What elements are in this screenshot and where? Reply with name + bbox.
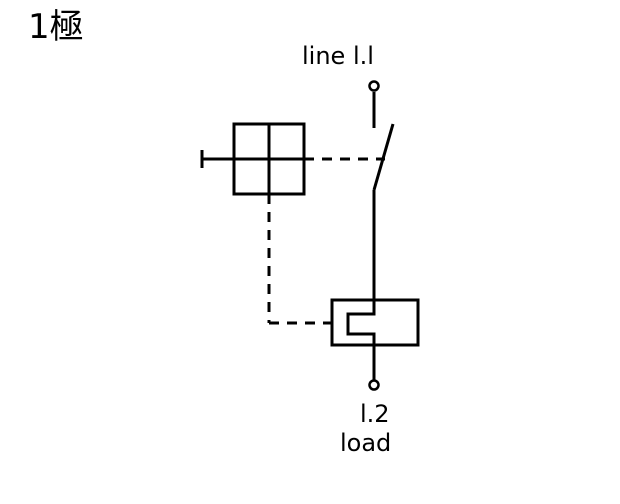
diagram-title: 1極 xyxy=(28,7,84,47)
load-label: load xyxy=(340,429,392,457)
top-terminal-node xyxy=(370,82,379,91)
bottom-terminal-node xyxy=(370,381,379,390)
line-terminal-label: line l.l xyxy=(302,42,374,70)
bottom-terminal-label: l.2 xyxy=(360,400,390,428)
switch-blade xyxy=(374,124,393,190)
thermal-element xyxy=(348,302,374,345)
